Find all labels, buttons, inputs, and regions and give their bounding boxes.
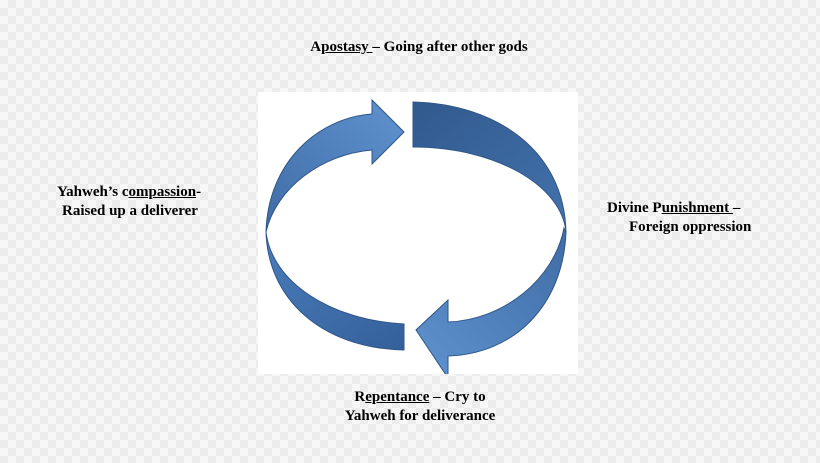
compassion-label: Yahweh’s compassion- Raised up a deliver… [57, 183, 201, 221]
compassion-underlined: ompassion [128, 184, 197, 200]
punishment-line1: Divine Punishment – [607, 200, 740, 216]
apostasy-label: Apostasy – Going after other gods [0, 38, 820, 57]
apostasy-suffix: – Going after other gods [372, 39, 528, 55]
cycle-diagram-panel [258, 92, 578, 374]
compassion-line2: Raised up a deliverer [62, 203, 198, 219]
punishment-line2: Foreign oppression [629, 219, 752, 235]
repentance-line1: Repentance – Cry to [354, 389, 485, 405]
apostasy-prefix: A [310, 39, 322, 55]
repentance-prefix: R [354, 389, 366, 405]
compassion-suffix: - [196, 184, 202, 200]
punishment-label: Divine Punishment – Foreign oppression [607, 199, 751, 237]
repentance-line2: Yahweh for deliverance [344, 408, 496, 424]
repentance-suffix: – Cry to [429, 389, 486, 405]
repentance-label: Repentance – Cry to Yahweh for deliveran… [300, 388, 540, 426]
compassion-line1: Yahweh’s compassion- [57, 184, 201, 200]
arrow-bottom-right [415, 226, 567, 374]
arc-top-right [412, 101, 567, 233]
punishment-prefix: Divine P [607, 200, 662, 216]
compassion-prefix: Yahweh’s c [57, 184, 129, 200]
cycle-arrows [265, 98, 567, 374]
punishment-suffix: – [732, 200, 741, 216]
repentance-underlined: epentance [365, 389, 430, 405]
arc-bottom-left [265, 231, 405, 351]
punishment-underlined: unishment [661, 200, 733, 216]
arrow-top-left [265, 98, 405, 233]
apostasy-underlined: postasy [321, 39, 373, 55]
